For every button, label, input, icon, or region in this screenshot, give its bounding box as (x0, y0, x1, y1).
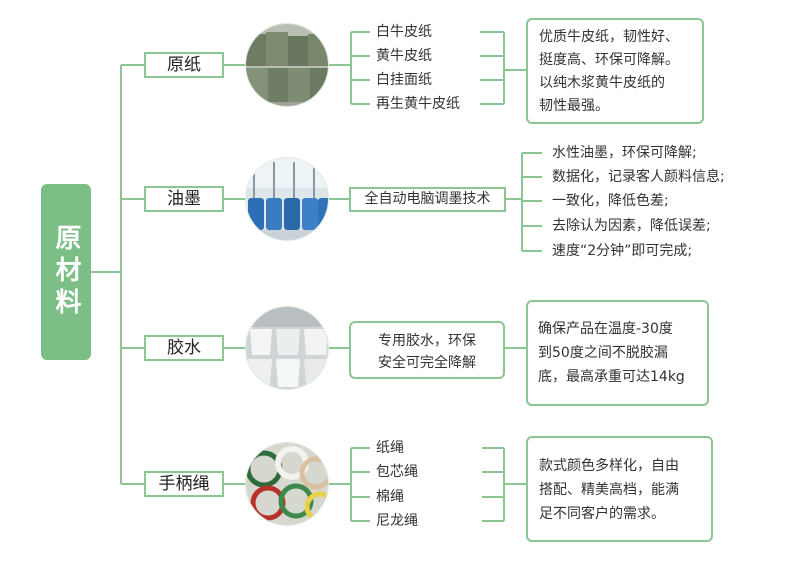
item-recycled-kraft-paper: 再生黄牛皮纸 (376, 96, 460, 112)
item-special-glue: 专用胶水，环保 安全可完全降解 (349, 321, 505, 379)
description-line: 优质牛皮纸，韧性好、 (539, 29, 679, 45)
category-glue: 胶水 (144, 335, 224, 361)
glue-item-line: 专用胶水，环保 (378, 333, 476, 349)
category-ink: 油墨 (144, 186, 224, 212)
item-cotton-rope: 棉绳 (376, 489, 404, 505)
ink-feature-line: 速度“2分钟”即可完成; (552, 243, 693, 259)
item-white-coated-paper: 白挂面纸 (376, 72, 432, 88)
item-auto-ink-mixing: 全自动电脑调墨技术 (349, 187, 506, 212)
description-line: 款式颜色多样化，自由 (539, 458, 679, 474)
description-line: 搭配、精美高档，能满 (539, 482, 679, 498)
ink-feature-line: 水性油墨，环保可降解; (552, 145, 697, 161)
glue-buckets-photo (245, 306, 329, 390)
ink-feature-line: 数据化，记录客人颜料信息; (552, 169, 725, 185)
description-glue: 确保产品在温度-30度 到50度之间不脱胶漏 底，最高承重可达14kg (526, 300, 709, 406)
item-nylon-rope: 尼龙绳 (376, 513, 418, 529)
description-paper: 优质牛皮纸，韧性好、 挺度高、环保可降解。 以纯木浆黄牛皮纸的 韧性最强。 (526, 18, 704, 124)
description-line: 韧性最强。 (539, 98, 609, 114)
paper-roll-stack-photo (245, 23, 329, 107)
ink-feature-line: 去除认为因素，降低误差; (552, 218, 711, 234)
root-raw-materials: 原材料 (41, 184, 91, 360)
item-yellow-kraft-paper: 黄牛皮纸 (376, 48, 432, 64)
description-line: 足不同客户的需求。 (539, 506, 665, 522)
description-line: 到50度之间不脱胶漏 (538, 345, 668, 361)
ink-feature-line: 一致化，降低色差; (552, 193, 669, 209)
category-paper: 原纸 (144, 52, 224, 78)
category-rope: 手柄绳 (144, 471, 224, 497)
description-line: 以纯木浆黄牛皮纸的 (539, 75, 665, 91)
item-core-rope: 包芯绳 (376, 464, 418, 480)
item-paper-rope: 纸绳 (376, 440, 404, 456)
item-white-kraft-paper: 白牛皮纸 (376, 24, 432, 40)
description-rope: 款式颜色多样化，自由 搭配、精美高档，能满 足不同客户的需求。 (526, 436, 713, 542)
description-line: 确保产品在温度-30度 (538, 321, 673, 337)
ink-barrels-photo (245, 157, 329, 241)
description-line: 挺度高、环保可降解。 (539, 52, 679, 68)
description-line: 底，最高承重可达14kg (538, 369, 685, 385)
rope-coils-photo (245, 442, 329, 526)
glue-item-line: 安全可完全降解 (378, 355, 476, 371)
